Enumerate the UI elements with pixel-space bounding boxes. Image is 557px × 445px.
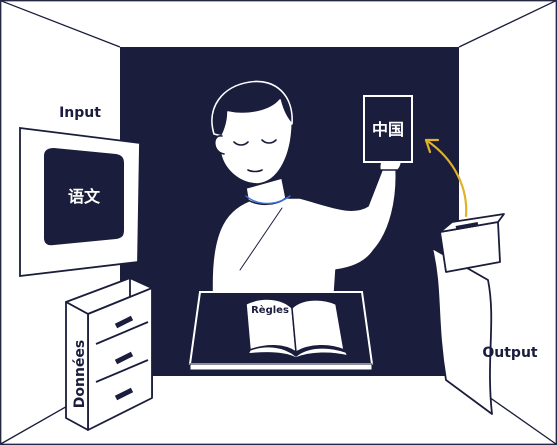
- open-book-icon: Règles: [245, 298, 349, 359]
- output-label: Output: [482, 345, 538, 361]
- curved-arrow-icon: [424, 138, 468, 218]
- input-screen-icon: 语文: [19, 126, 141, 278]
- input-card-text: 语文: [68, 187, 101, 206]
- printer-icon: [431, 213, 505, 415]
- data-label: Données: [72, 340, 88, 409]
- output-card: 中国: [363, 95, 413, 163]
- rules-label: Règles: [251, 304, 289, 316]
- output-card-text: 中国: [372, 120, 404, 139]
- input-label: Input: [59, 105, 101, 121]
- filing-cabinet-icon: [65, 277, 153, 431]
